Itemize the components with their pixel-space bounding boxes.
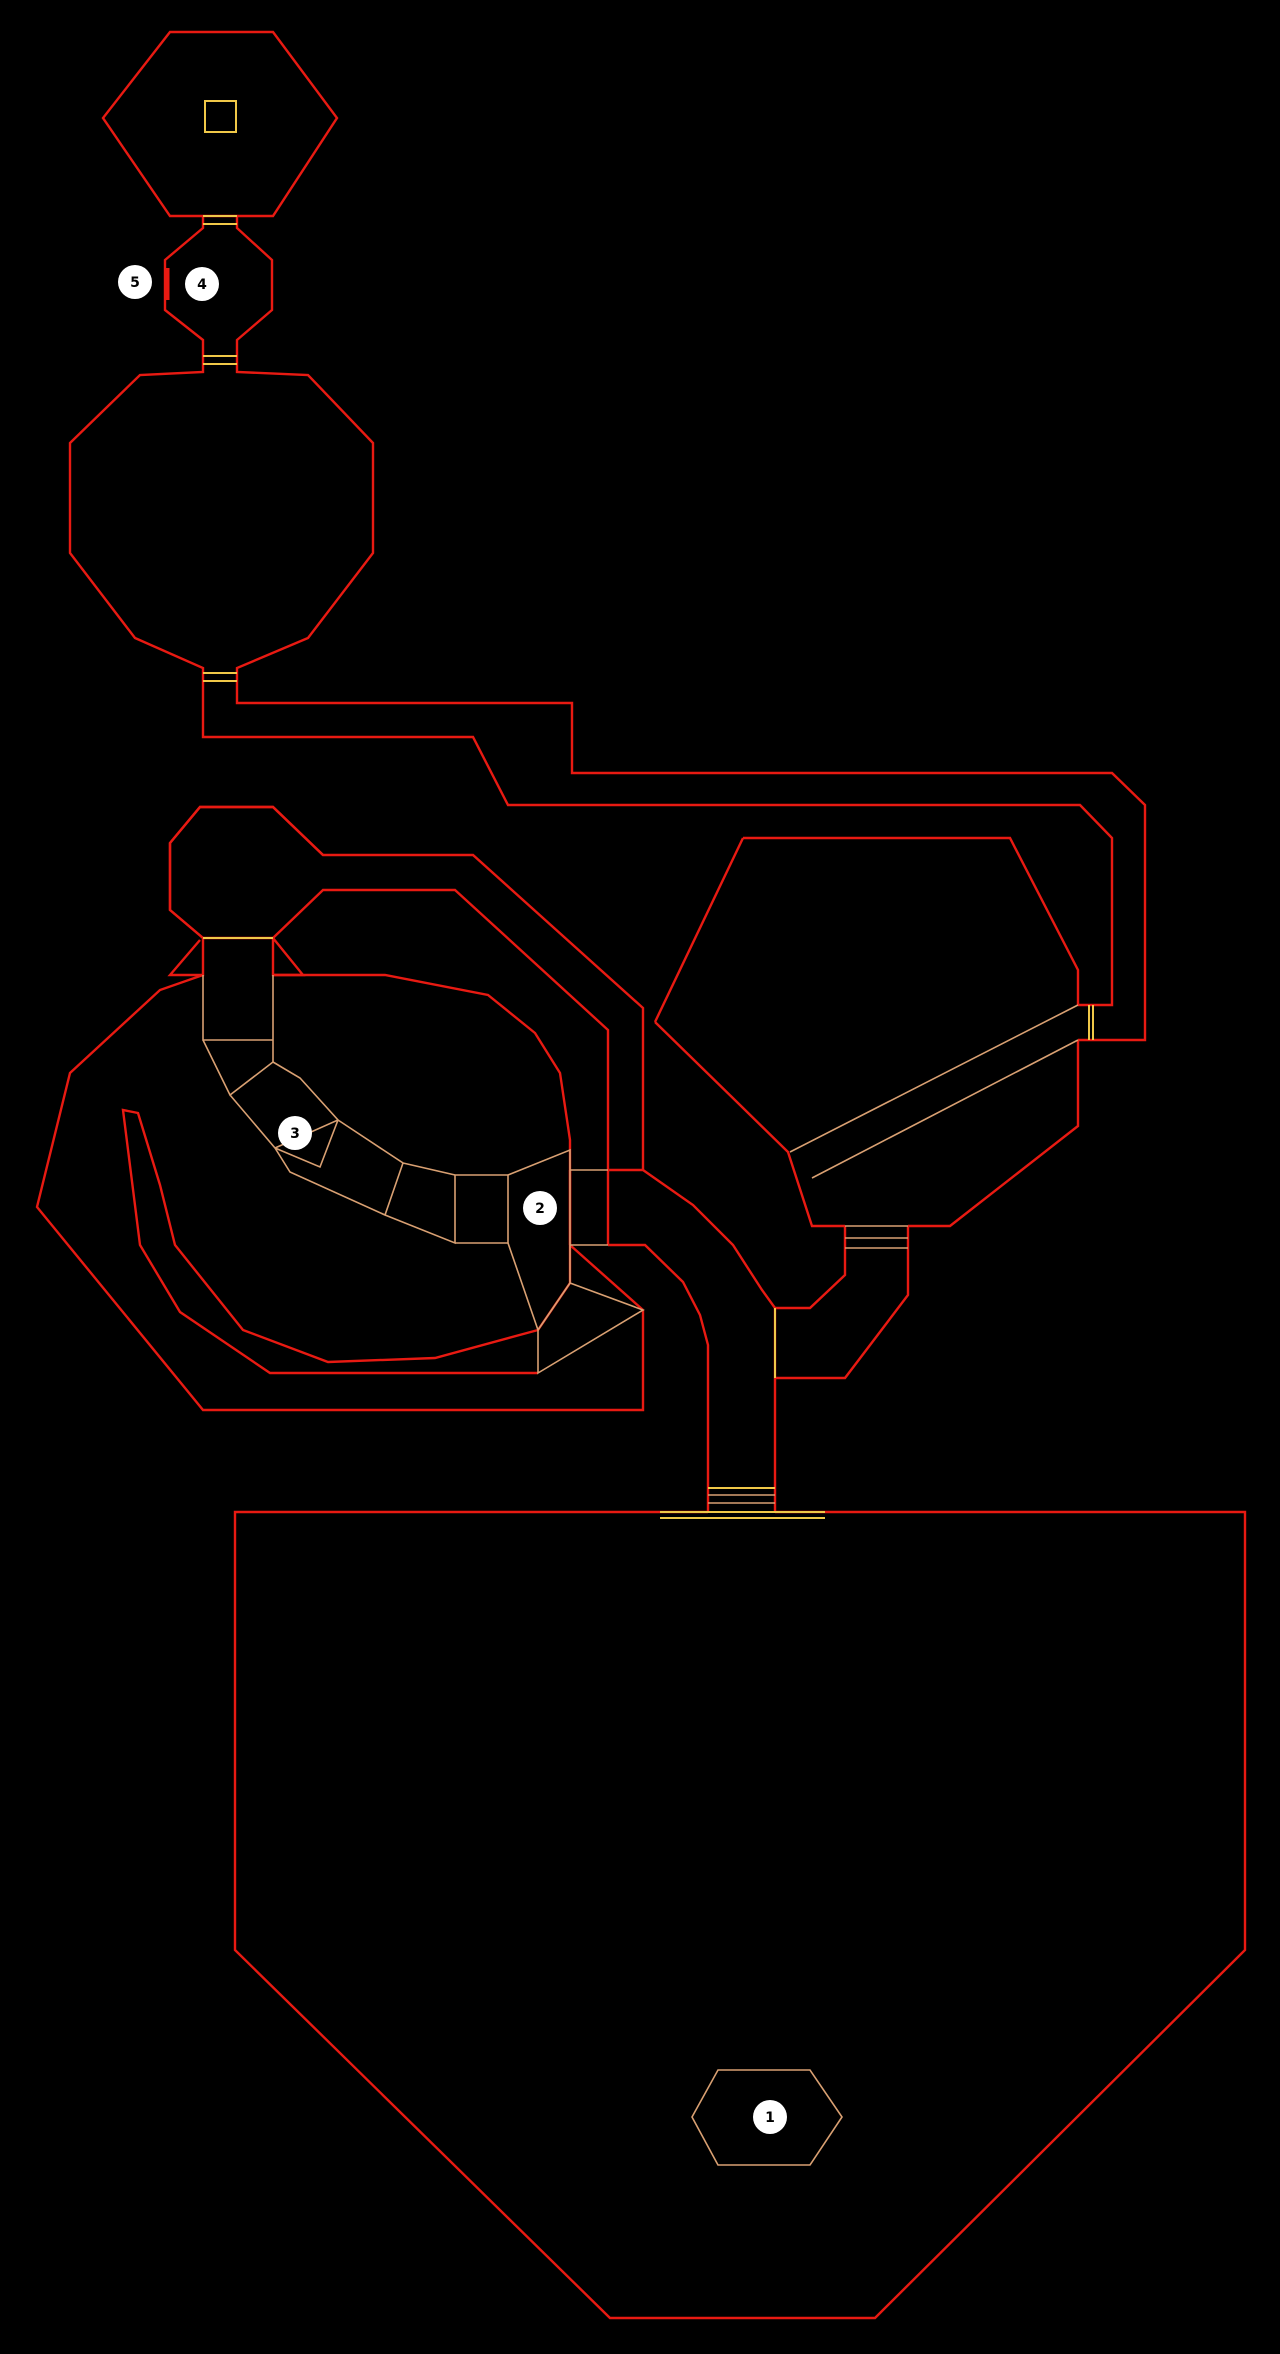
step-right-passage bbox=[845, 1225, 908, 1249]
circle-marker-icon bbox=[523, 1191, 557, 1225]
square-item-icon bbox=[204, 100, 237, 133]
door-large-room-bottom bbox=[203, 672, 237, 682]
marker-2-label: 2 bbox=[535, 1201, 545, 1217]
wall-stair-room bbox=[568, 1170, 610, 1245]
door-bottom-room-entry bbox=[660, 1487, 825, 1519]
wall-corridor-inner bbox=[235, 680, 1147, 1042]
wall-large-rounded-room bbox=[68, 356, 375, 680]
marker-1-label: 1 bbox=[765, 2110, 775, 2126]
door-small-octagon bbox=[203, 355, 237, 365]
wall-corridor-outer bbox=[201, 680, 1114, 1007]
wall-main-curved-passage bbox=[608, 1168, 777, 1512]
map-markers: 1 2 3 4 5 bbox=[118, 265, 787, 2134]
step-diagonal-ramp bbox=[789, 1004, 1079, 1179]
wall-lower-left-room bbox=[35, 973, 645, 1412]
circle-marker-icon bbox=[118, 265, 152, 299]
step-curved-stairs bbox=[202, 975, 509, 1245]
marker-5: 5 bbox=[118, 265, 152, 299]
map-steps bbox=[202, 975, 1079, 2166]
marker-4-label: 4 bbox=[197, 277, 207, 293]
step-hexagon-pad bbox=[691, 2069, 843, 2166]
wall-right-hex-room bbox=[653, 836, 1093, 1228]
wall-right-passage bbox=[775, 1226, 910, 1380]
marker-2: 2 bbox=[523, 1191, 557, 1225]
circle-marker-icon bbox=[753, 2100, 787, 2134]
marker-3-label: 3 bbox=[290, 1126, 300, 1142]
marker-4: 4 bbox=[185, 267, 219, 301]
marker-1: 1 bbox=[753, 2100, 787, 2134]
wall-big-bottom-room bbox=[233, 1510, 1247, 2320]
map-doors bbox=[203, 100, 1094, 1519]
circle-marker-icon bbox=[278, 1116, 312, 1150]
step-bottom-entry bbox=[708, 1494, 775, 1504]
door-right-hex-side bbox=[1088, 1005, 1094, 1040]
wall-upper-winding-corridor bbox=[167, 805, 645, 1170]
circle-marker-icon bbox=[185, 267, 219, 301]
marker-5-label: 5 bbox=[130, 275, 140, 291]
marker-3: 3 bbox=[278, 1116, 312, 1150]
wall-top-left-octagon bbox=[168, 805, 324, 940]
wall-top-hexagon-room bbox=[101, 30, 339, 218]
map-walls bbox=[35, 30, 1247, 2320]
door-top-hexagon bbox=[203, 215, 237, 225]
step-stair-room-lines bbox=[570, 1169, 608, 1246]
step-ramp-lower-left bbox=[507, 1148, 645, 1375]
